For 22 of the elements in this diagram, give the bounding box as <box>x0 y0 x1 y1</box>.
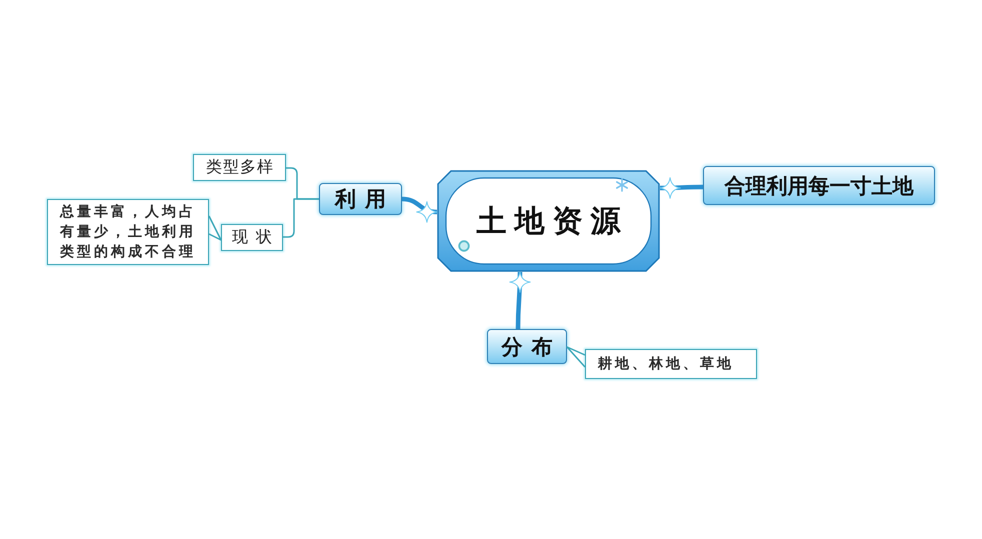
topic-text: 利用 <box>334 186 395 213</box>
branch-line <box>508 271 531 330</box>
callout-pointer <box>566 346 586 368</box>
topic-box <box>703 166 935 205</box>
callout-pointer <box>208 216 222 241</box>
central-topic-box <box>437 170 660 272</box>
topic-text: 合理利用每一寸土地 <box>724 172 914 200</box>
branch-line <box>659 176 703 199</box>
topic-box <box>319 183 402 215</box>
subtopic-box <box>221 224 283 251</box>
topic-box <box>487 329 567 364</box>
subtopic-text: 类型多样 <box>205 157 274 178</box>
topic-text: 分布 <box>500 334 562 360</box>
branch-line <box>402 196 438 222</box>
callout-text: 耕地、林地、草地 <box>596 355 734 374</box>
connector-line <box>283 198 319 238</box>
callout-box <box>47 199 209 265</box>
callout-text: 总量丰富，人均占有量少，土地利用类型的构成不合理 <box>58 203 197 262</box>
callout-box <box>585 349 757 379</box>
central-topic-text: 土地资源 <box>476 202 628 240</box>
subtopic-box <box>193 154 286 181</box>
subtopic-text: 现状 <box>231 227 280 248</box>
